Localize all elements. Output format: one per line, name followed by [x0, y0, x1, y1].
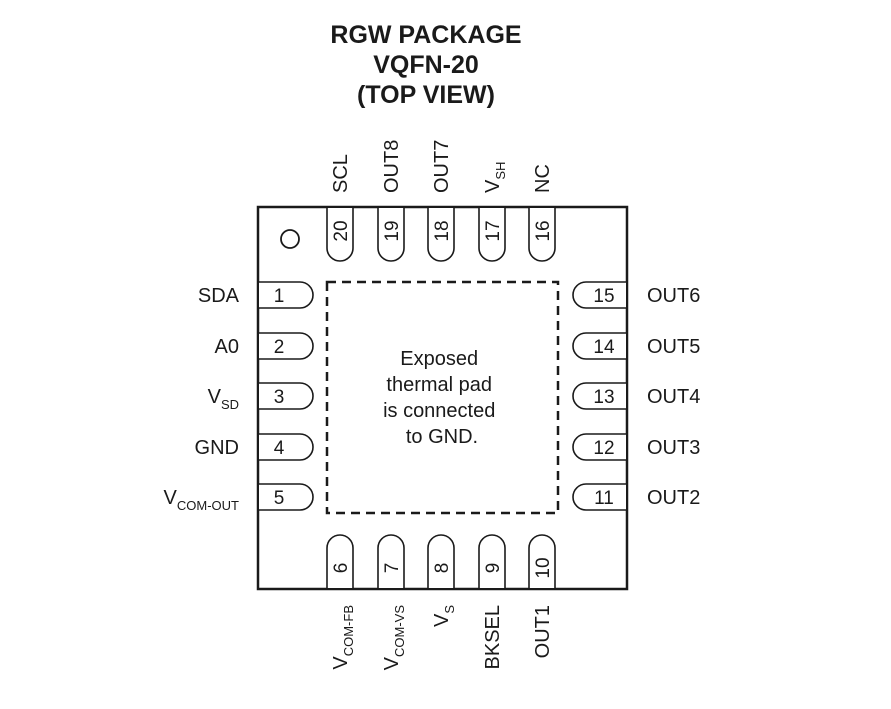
pin-number: 7 — [382, 563, 403, 574]
pin-number: 1 — [274, 286, 285, 307]
pin-pad-bottom — [478, 534, 506, 588]
pin-number: 20 — [331, 220, 352, 241]
pin-number: 14 — [593, 337, 615, 358]
pin-number: 16 — [533, 220, 554, 241]
title-line-package: RGW PACKAGE — [330, 21, 522, 49]
title-line-view: (TOP VIEW) — [357, 81, 495, 109]
pin-pad-top — [528, 208, 556, 262]
pin-label-bottom: VCOM-FB — [330, 605, 356, 670]
pin1-indicator-dot — [280, 229, 300, 249]
pin-pad-top — [377, 208, 405, 262]
thermal-pad-line: Exposed — [400, 348, 478, 370]
pin-pad-right — [572, 332, 626, 360]
pin-pad-left — [259, 382, 314, 410]
pin-number: 15 — [593, 286, 614, 307]
diagram-title: RGW PACKAGE VQFN-20 (TOP VIEW) — [0, 20, 852, 110]
pin-label-bottom: OUT1 — [532, 605, 554, 658]
thermal-pad-line: thermal pad — [386, 374, 492, 396]
pin-number: 19 — [382, 220, 403, 241]
pin-number: 4 — [274, 438, 285, 459]
pin-label-left: VCOM-OUT — [164, 487, 240, 513]
title-line-type: VQFN-20 — [373, 51, 479, 79]
pin-number: 5 — [274, 488, 285, 509]
pin-pad-right — [572, 281, 626, 309]
pin-number: 18 — [432, 220, 453, 241]
pin-label-left: VSD — [208, 386, 239, 412]
pin-label-right: OUT6 — [647, 285, 700, 307]
pin-number: 8 — [432, 563, 453, 574]
package-body — [256, 205, 629, 591]
pin-pad-right — [572, 433, 626, 461]
pin-number: 12 — [593, 438, 614, 459]
pin-label-left: SDA — [198, 285, 240, 307]
pin-label-top: SCL — [330, 154, 352, 193]
pin-pad-bottom — [377, 534, 405, 588]
pin-number: 17 — [483, 220, 504, 241]
pin-number: 9 — [483, 563, 504, 574]
pin-label-top: VSH — [482, 162, 508, 193]
thermal-pad-line: to GND. — [406, 426, 478, 448]
thermal-pad — [325, 280, 560, 515]
pin-pad-right — [572, 483, 626, 511]
pin-number: 11 — [594, 488, 614, 509]
pin-label-right: OUT2 — [647, 487, 700, 509]
pin-pad-left — [259, 332, 314, 360]
pin-pad-right — [572, 382, 626, 410]
pin-label-right: OUT3 — [647, 437, 700, 459]
pin-label-left: GND — [195, 437, 239, 459]
pin-number: 3 — [274, 387, 285, 408]
pin-pad-top — [478, 208, 506, 262]
pin-label-top: OUT8 — [381, 140, 403, 193]
pin-pad-left — [259, 281, 314, 309]
pin-label-right: OUT5 — [647, 336, 700, 358]
pin-pad-top — [326, 208, 354, 262]
thermal-pad-line: is connected — [383, 400, 495, 422]
pin-pad-bottom — [528, 534, 556, 588]
pin-number: 13 — [593, 387, 614, 408]
thermal-pad-note: Exposed thermal pad is connected to GND. — [383, 348, 501, 448]
pin-label-bottom: VS — [431, 605, 457, 627]
pin-pad-top — [427, 208, 455, 262]
pin-pad-left — [259, 483, 314, 511]
pin-label-bottom: VCOM-VS — [381, 605, 407, 671]
pin-pad-bottom — [427, 534, 455, 588]
pin-label-top: NC — [532, 164, 554, 193]
pin-pad-bottom — [326, 534, 354, 588]
pin-label-bottom: BKSEL — [482, 605, 504, 669]
pin-label-top: OUT7 — [431, 140, 453, 193]
pin-number: 10 — [533, 557, 554, 578]
pin-pad-left — [259, 433, 314, 461]
pin-number: 6 — [331, 563, 352, 574]
pin-label-left: A0 — [215, 336, 239, 358]
pin-label-right: OUT4 — [647, 386, 700, 408]
pin-number: 2 — [274, 337, 285, 358]
